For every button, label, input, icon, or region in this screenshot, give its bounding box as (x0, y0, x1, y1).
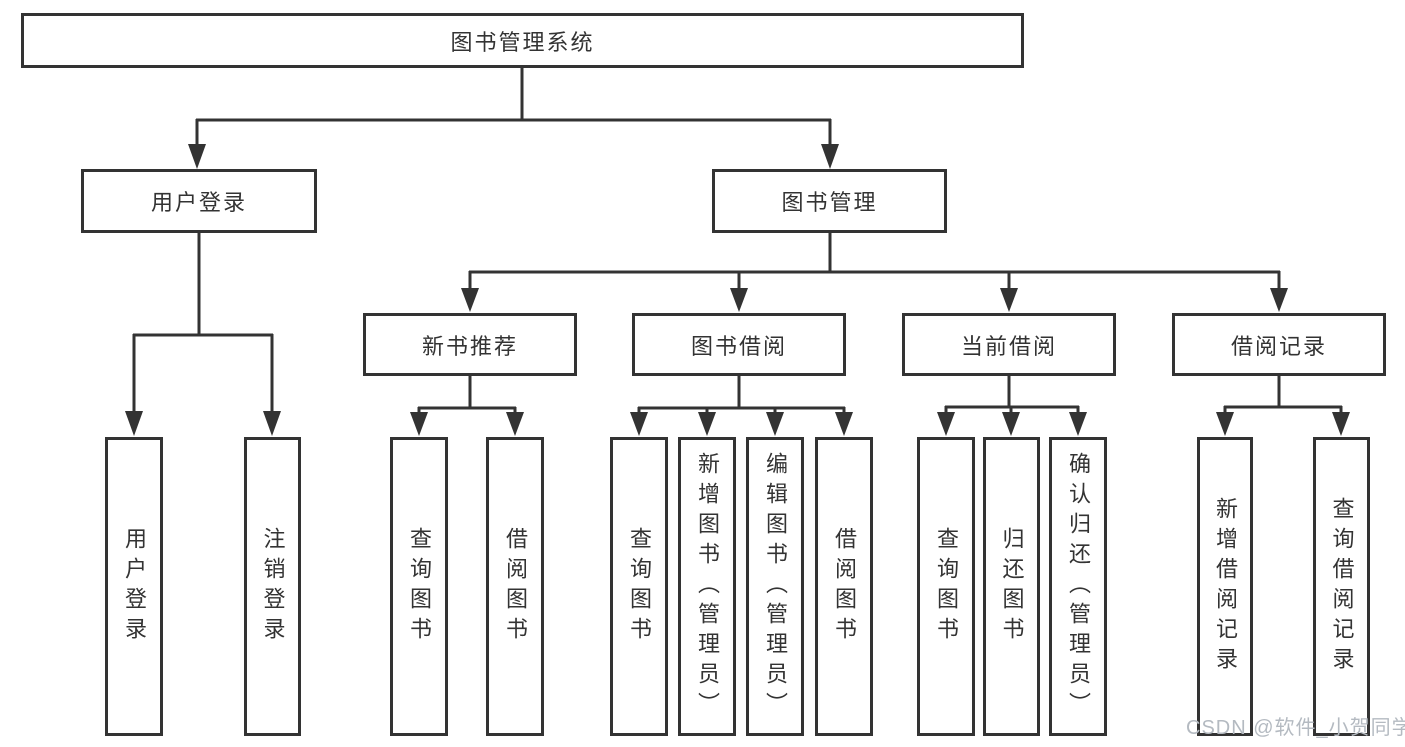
leaf-label: 确认归还（管理员） (1066, 451, 1091, 722)
leaf-label: 归还图书 (999, 526, 1025, 647)
node-book-management: 图书管理 (712, 169, 947, 233)
leaf-label: 查询图书 (934, 526, 959, 647)
leaf-edit-books-admin: 编辑图书（管理员） (746, 437, 804, 736)
leaf-query-borrow-record: 查询借阅记录 (1313, 437, 1370, 736)
leaf-return-books: 归还图书 (983, 437, 1040, 736)
csdn-watermark: CSDN @软件_小贺同学 (1186, 717, 1405, 739)
connector-new-books-children (410, 376, 524, 436)
node-current-borrowing: 当前借阅 (902, 313, 1116, 376)
node-book-borrowing: 图书借阅 (632, 313, 846, 376)
connector-root-branches (188, 68, 839, 169)
node-label: 当前借阅 (960, 333, 1057, 359)
leaf-label: 编辑图书（管理员） (763, 451, 788, 722)
leaf-label: 借阅图书 (503, 526, 528, 647)
leaf-label: 查询借阅记录 (1329, 496, 1355, 677)
leaf-add-borrow-record: 新增借阅记录 (1197, 437, 1253, 736)
leaf-borrow-books-borrow: 借阅图书 (815, 437, 873, 736)
leaf-query-books-current: 查询图书 (917, 437, 975, 736)
leaf-borrow-books-recommend: 借阅图书 (486, 437, 544, 736)
leaf-label: 查询图书 (627, 526, 652, 647)
connector-current-borrow-children (937, 376, 1087, 436)
leaf-query-books-recommend: 查询图书 (390, 437, 448, 736)
leaf-label: 查询图书 (407, 526, 432, 647)
leaf-logout-login: 注销登录 (244, 437, 301, 736)
node-label: 借阅记录 (1230, 333, 1327, 359)
leaf-query-books-borrow: 查询图书 (610, 437, 668, 736)
leaf-label: 注销登录 (260, 526, 286, 647)
node-borrowing-records: 借阅记录 (1172, 313, 1386, 376)
connector-book-mgmt-children (461, 233, 1288, 312)
node-label: 图书借阅 (690, 333, 787, 359)
node-label: 图书管理系统 (450, 29, 595, 55)
leaf-label: 新增图书（管理员） (695, 451, 720, 722)
node-label: 新书推荐 (421, 333, 518, 359)
node-label: 图书管理 (781, 190, 878, 215)
node-user-login: 用户登录 (81, 169, 317, 233)
leaf-label: 借阅图书 (832, 526, 857, 647)
leaf-confirm-return-admin: 确认归还（管理员） (1049, 437, 1107, 736)
leaf-label: 用户登录 (122, 526, 147, 647)
connector-borrow-records-children (1216, 376, 1350, 436)
node-label: 用户登录 (150, 190, 247, 215)
connector-book-borrow-children (630, 376, 853, 436)
connector-user-login-children (125, 233, 281, 436)
leaf-add-books-admin: 新增图书（管理员） (678, 437, 736, 736)
node-new-book-recommendation: 新书推荐 (363, 313, 577, 376)
leaf-user-login: 用户登录 (105, 437, 163, 736)
node-library-management-system: 图书管理系统 (21, 13, 1024, 68)
leaf-label: 新增借阅记录 (1213, 496, 1238, 677)
